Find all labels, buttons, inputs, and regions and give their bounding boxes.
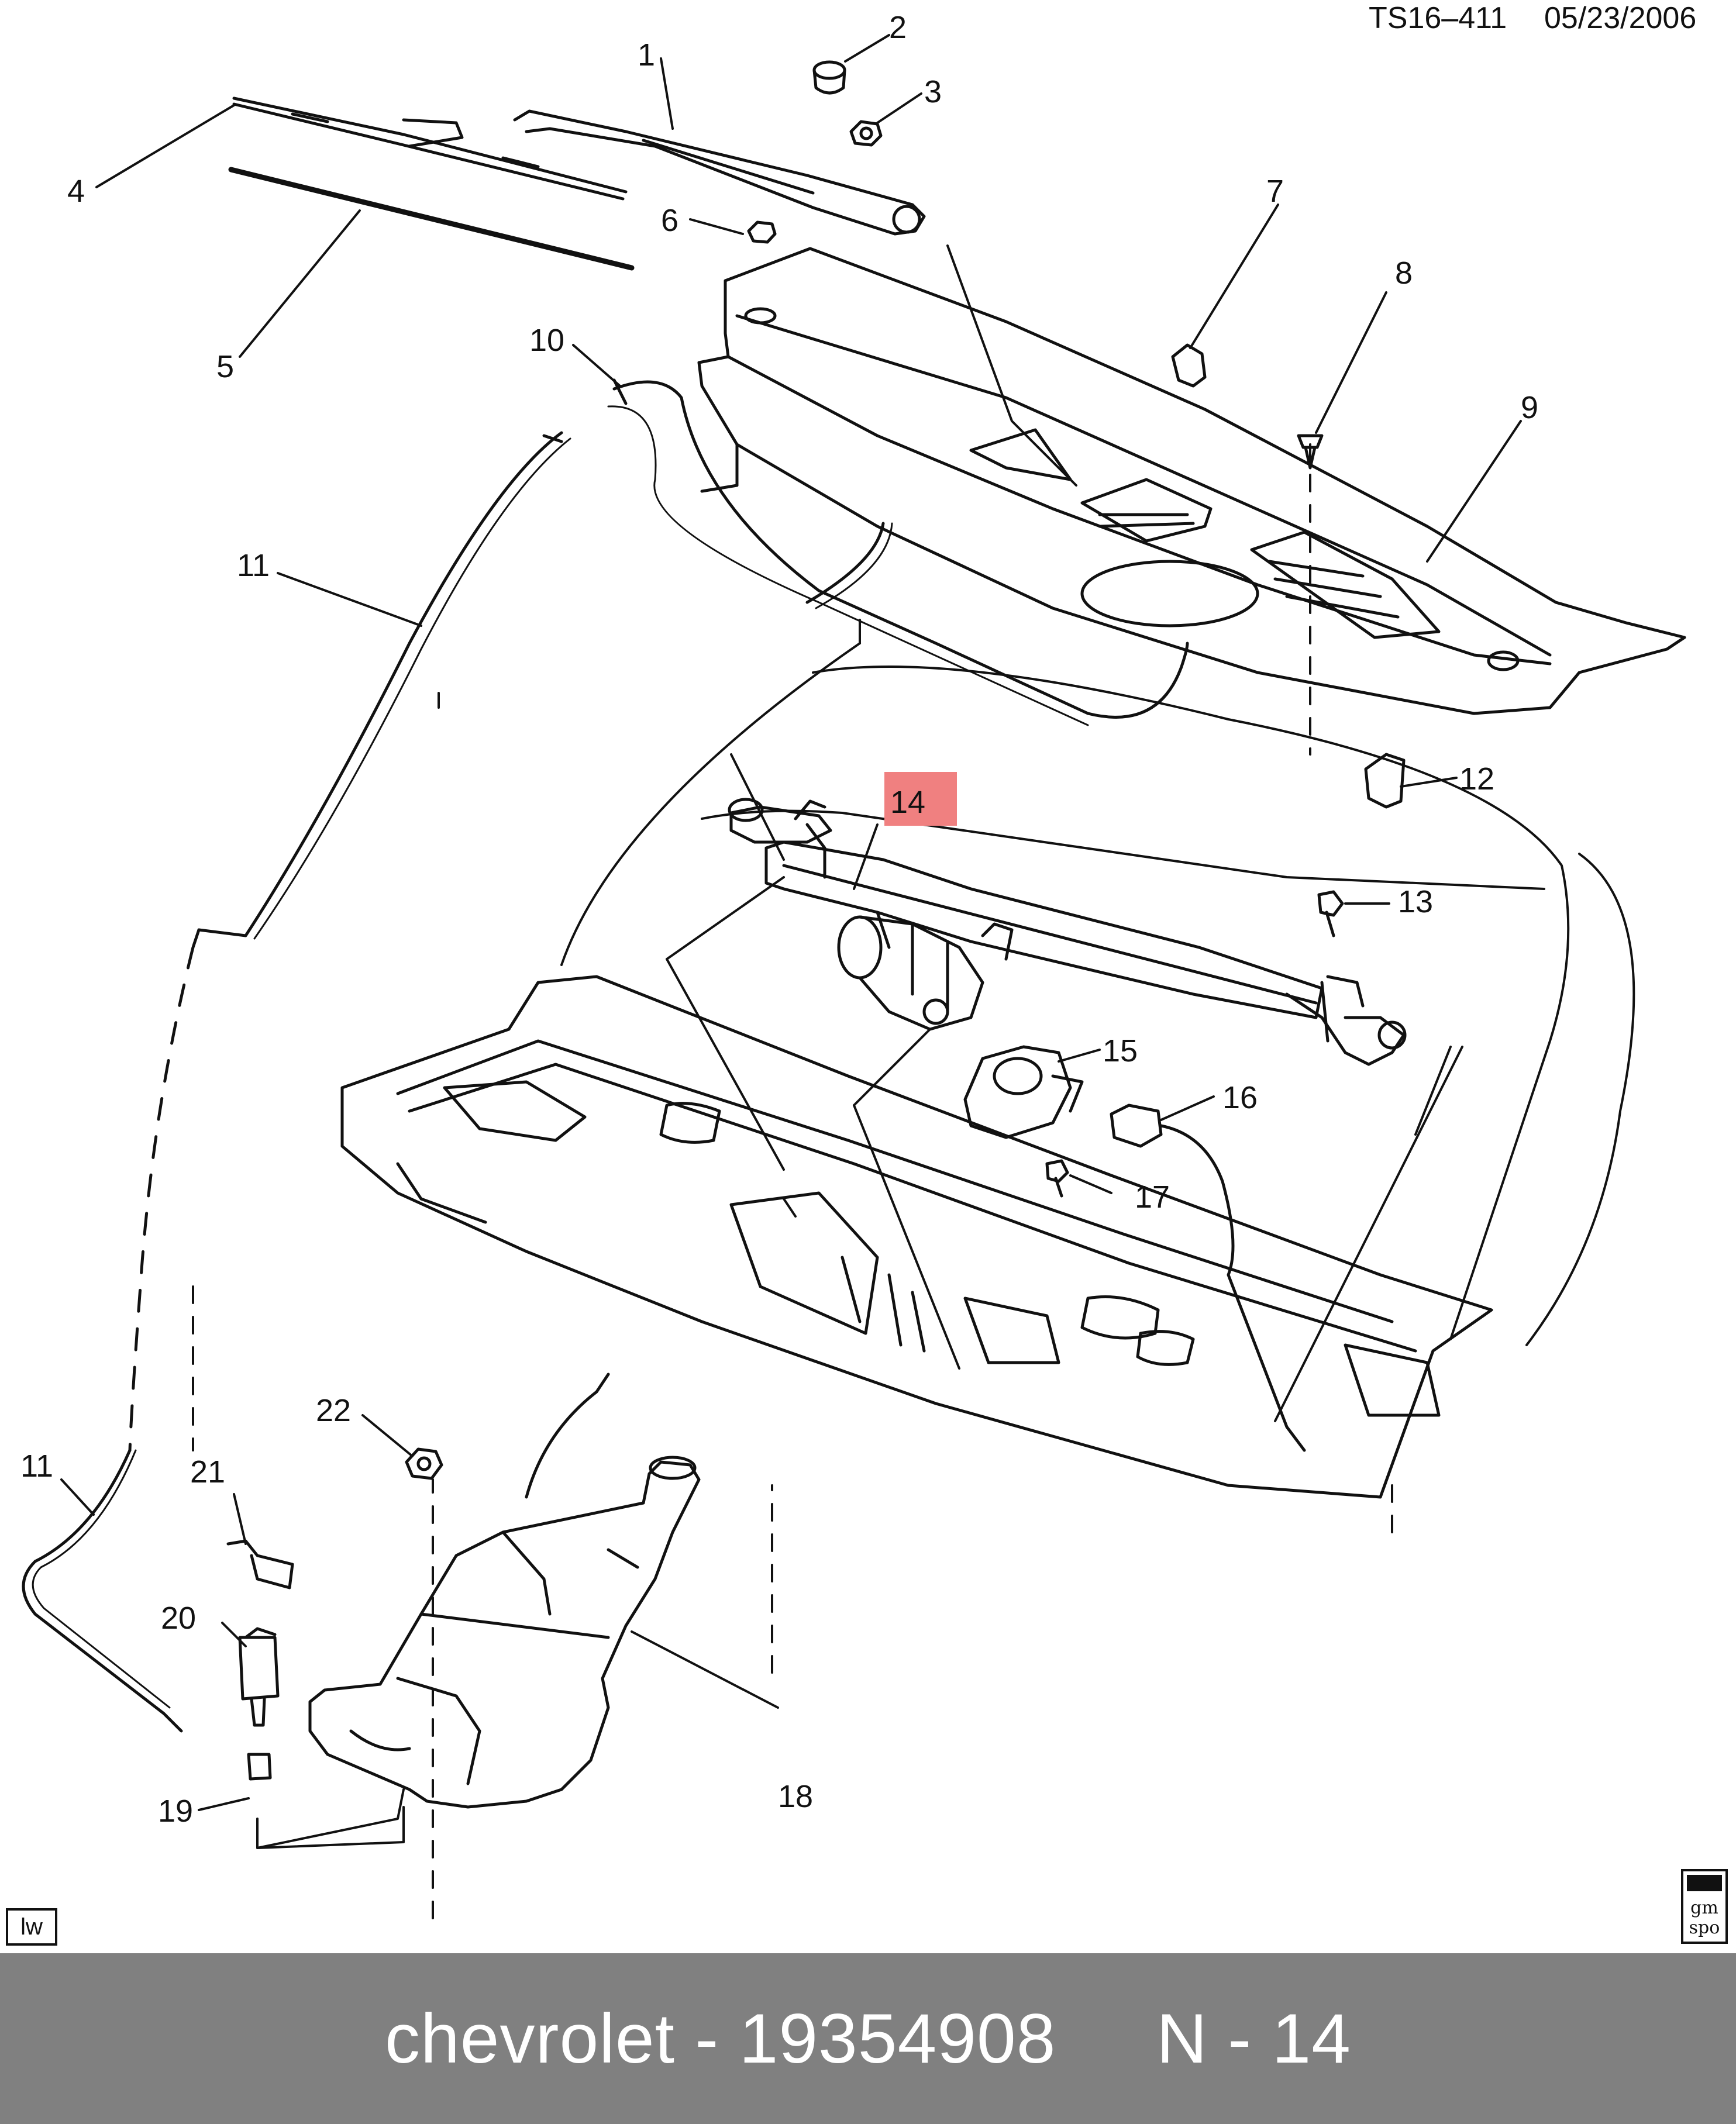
callout-16: 16 bbox=[1222, 1080, 1258, 1115]
wiper-arm bbox=[513, 109, 926, 236]
leader-lines bbox=[60, 34, 1522, 1919]
footer-caption: chevrolet - 19354908 N - 14 bbox=[385, 1998, 1351, 2079]
callout-20: 20 bbox=[161, 1601, 196, 1636]
callout-11-upper: 11 bbox=[237, 548, 270, 583]
diagram-code: TS16–411 bbox=[1369, 1, 1507, 35]
callout-5: 5 bbox=[216, 349, 234, 384]
motor-module bbox=[963, 1045, 1084, 1139]
wiper-motor bbox=[837, 915, 1014, 1031]
washer-hose bbox=[22, 378, 1189, 1733]
lw-badge: lw bbox=[6, 1908, 57, 1946]
footer-separator: - bbox=[674, 1999, 739, 2078]
callout-11-lower: 11 bbox=[20, 1449, 53, 1484]
callout-1: 1 bbox=[638, 37, 655, 73]
callout-8: 8 bbox=[1395, 256, 1413, 291]
callout-13: 13 bbox=[1398, 884, 1433, 919]
clip bbox=[1171, 343, 1207, 388]
washer-reservoir bbox=[308, 1373, 701, 1809]
footer-brand: chevrolet bbox=[385, 1999, 675, 2078]
callout-22: 22 bbox=[316, 1393, 351, 1428]
callout-3: 3 bbox=[924, 74, 942, 109]
callout-6: 6 bbox=[661, 203, 678, 238]
callout-14: 14 bbox=[890, 785, 925, 820]
footer-ref: N - 14 bbox=[1156, 1999, 1351, 2078]
arm-nut bbox=[849, 120, 883, 147]
callout-2: 2 bbox=[889, 10, 907, 45]
wiper-transmission bbox=[728, 798, 1407, 1066]
reservoir-nut bbox=[405, 1447, 443, 1480]
lw-badge-text: lw bbox=[20, 1914, 43, 1940]
spo-logo-text: spo bbox=[1689, 1918, 1720, 1938]
windshield bbox=[560, 619, 1635, 1346]
callout-14-highlight bbox=[884, 772, 957, 826]
footer-part-number: 19354908 bbox=[739, 1999, 1056, 2078]
gm-spo-logo: gm spo bbox=[1681, 1869, 1728, 1944]
cowl-nut bbox=[747, 220, 777, 244]
wiper-blade-insert bbox=[228, 167, 635, 271]
retainer bbox=[1364, 753, 1406, 809]
callout-18: 18 bbox=[778, 1779, 813, 1814]
callout-7: 7 bbox=[1266, 174, 1284, 209]
callout-19: 19 bbox=[158, 1794, 193, 1829]
callout-10: 10 bbox=[529, 323, 564, 358]
wiring-connector bbox=[1110, 1104, 1306, 1452]
gm-logo-text: gm bbox=[1690, 1898, 1718, 1918]
arm-cap bbox=[812, 60, 846, 95]
cowl-panel bbox=[340, 975, 1493, 1499]
parts-diagram: TS16–411 05/23/2006 1 2 3 4 5 6 7 8 9 10… bbox=[6, 1, 1728, 1946]
callout-9: 9 bbox=[1521, 390, 1538, 425]
callout-17: 17 bbox=[1135, 1180, 1170, 1215]
screw bbox=[1045, 1159, 1069, 1198]
diagram-date: 05/23/2006 bbox=[1544, 1, 1696, 35]
washer-pump bbox=[238, 1627, 280, 1727]
push-pin bbox=[1297, 434, 1324, 470]
bolt bbox=[1317, 890, 1344, 937]
wiper-blade bbox=[232, 96, 628, 201]
callout-15: 15 bbox=[1103, 1033, 1138, 1068]
pump-grommet bbox=[247, 1753, 272, 1781]
callout-12: 12 bbox=[1459, 761, 1494, 797]
callout-4: 4 bbox=[67, 174, 85, 209]
callout-21: 21 bbox=[190, 1454, 225, 1489]
footer-bar: chevrolet - 19354908 N - 14 bbox=[0, 1953, 1736, 2124]
cowl-vent-grille bbox=[697, 247, 1686, 715]
pump-bracket bbox=[226, 1539, 294, 1589]
footer-gap bbox=[1056, 1999, 1156, 2078]
